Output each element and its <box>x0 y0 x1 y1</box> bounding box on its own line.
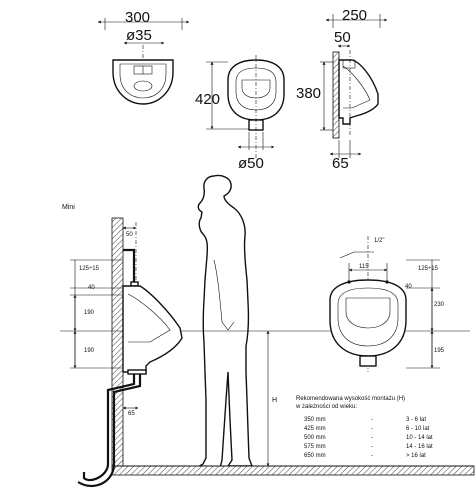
side-bottom-offset-label: 65 <box>332 155 349 172</box>
table-row: 650 mm - > 16 lat <box>304 453 426 459</box>
front-view: 300 ø35 <box>97 9 190 105</box>
row-separator: - <box>371 426 373 432</box>
side-height-label: 380 <box>296 85 321 102</box>
install-right: 1/2" 115 125÷15 40 230 195 <box>329 236 445 372</box>
hole-spacing-label: 115 <box>359 264 369 270</box>
left-dim40-label: 40 <box>88 285 95 291</box>
row-separator: - <box>371 444 373 450</box>
side-depth-label: 250 <box>342 7 367 24</box>
table-title-line2: w zależności od wieku: <box>295 404 357 410</box>
left-offset-label: 50 <box>126 232 133 238</box>
table-row: 500 mm - 10 - 14 lat <box>304 435 433 441</box>
row-age: 6 - 10 lat <box>406 426 430 432</box>
right-inlet-label: 125÷15 <box>418 266 439 272</box>
side-top-offset-label: 50 <box>334 29 351 46</box>
mount-height-label: H <box>272 397 277 404</box>
row-age: > 16 lat <box>406 453 426 459</box>
right-dim40-label: 40 <box>405 284 412 290</box>
urinal-section <box>122 285 183 373</box>
row-height: 500 mm <box>304 435 326 441</box>
left-outlet-offset-label: 65 <box>128 411 135 417</box>
row-age: 10 - 14 lat <box>406 435 433 441</box>
side-view: 250 50 380 65 <box>296 7 388 172</box>
urinal-side-outline <box>338 59 379 125</box>
right-dim195-label: 195 <box>434 348 445 354</box>
table-row: 575 mm - 14 - 16 lat <box>304 444 433 450</box>
row-height: 650 mm <box>304 453 326 459</box>
row-height: 575 mm <box>304 444 326 450</box>
row-height: 425 mm <box>304 426 326 432</box>
row-height: 350 mm <box>304 417 326 423</box>
front-diameter-label: ø35 <box>126 27 152 44</box>
height-table: Rekomendowana wysokość montażu (H) w zal… <box>295 396 433 459</box>
model-label: Mini <box>62 204 75 211</box>
table-row: 425 mm - 6 - 10 lat <box>304 426 430 432</box>
row-separator: - <box>371 435 373 441</box>
row-separator: - <box>371 417 373 423</box>
person-silhouette <box>193 174 254 469</box>
left-dim190-lower-label: 190 <box>84 348 95 354</box>
urinal-front-install <box>329 279 407 357</box>
urinal-rear-outline <box>227 59 285 121</box>
table-row: 350 mm - 3 - 6 lat <box>304 417 426 423</box>
rear-view: 420 ø50 <box>195 55 285 172</box>
table-title-line1: Rekomendowana wysokość montażu (H) <box>296 396 405 402</box>
left-inlet-label: 125÷15 <box>79 266 100 272</box>
thread-label: 1/2" <box>374 238 384 244</box>
rear-height-label: 420 <box>195 91 220 108</box>
front-width-label: 300 <box>125 9 150 26</box>
right-dim230-label: 230 <box>434 302 445 308</box>
row-age: 14 - 16 lat <box>406 444 433 450</box>
rear-diameter-label: ø50 <box>238 155 264 172</box>
left-dim190-upper-label: 190 <box>84 310 95 316</box>
row-age: 3 - 6 lat <box>406 417 426 423</box>
row-separator: - <box>371 453 373 459</box>
